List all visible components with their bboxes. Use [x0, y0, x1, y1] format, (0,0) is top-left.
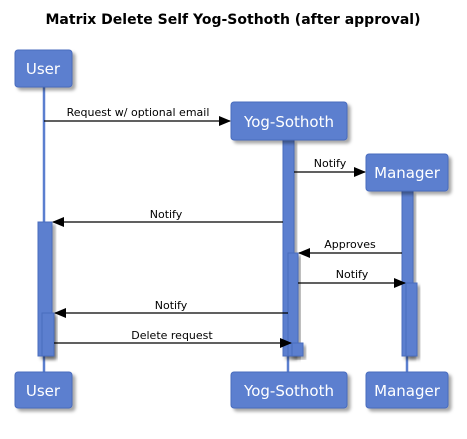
participant-user-bottom: [14, 371, 73, 409]
participant-user-top-label: User: [26, 60, 61, 78]
activation-bar-user-nested: [41, 312, 55, 357]
participant-manager-top-label: Manager: [374, 164, 441, 182]
message-label-delete-request: Delete request: [131, 329, 213, 342]
participant-user-bottom-label: User: [26, 382, 61, 400]
activation-bar-manager-nested: [405, 282, 418, 357]
message-label-notify-user-2: Notify: [155, 299, 188, 312]
participant-manager-bottom: [365, 371, 449, 409]
participant-manager-bottom-label: Manager: [374, 382, 441, 400]
participant-yog-sothoth-bottom-label: Yog-Sothoth: [243, 382, 334, 400]
participant-yog-sothoth-top: [230, 101, 348, 141]
activation-bar-yog-sothoth-small: [291, 342, 304, 357]
participant-yog-sothoth-top-label: Yog-Sothoth: [243, 113, 334, 131]
diagram-title: Matrix Delete Self Yog-Sothoth (after ap…: [46, 12, 421, 28]
participant-yog-sothoth-bottom: [230, 371, 348, 409]
message-label-request: Request w/ optional email: [67, 106, 210, 119]
message-label-notify-manager-1: Notify: [314, 157, 347, 170]
message-label-approves: Approves: [324, 238, 376, 251]
activation-bar-yog-sothoth-nested: [287, 252, 299, 357]
participant-user-top: [14, 49, 73, 88]
participant-manager-top: [365, 153, 449, 192]
message-label-notify-manager-2: Notify: [336, 268, 369, 281]
message-label-notify-user-1: Notify: [150, 208, 183, 221]
